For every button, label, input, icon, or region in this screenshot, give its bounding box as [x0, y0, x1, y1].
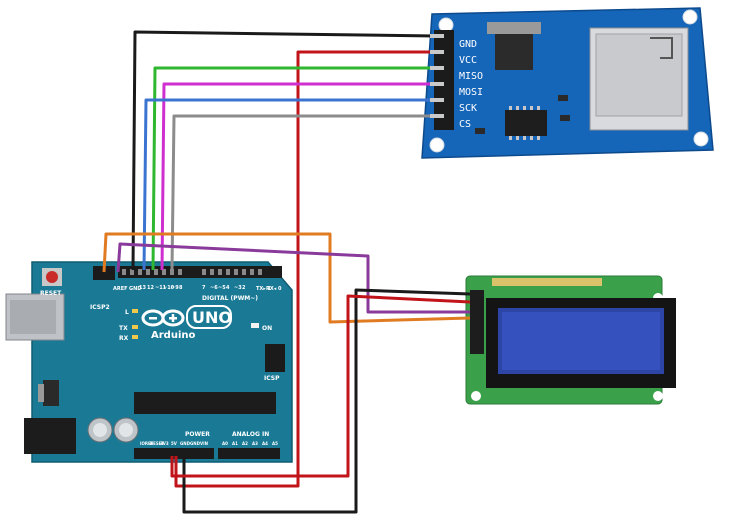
wire-sd-sck	[142, 98, 436, 271]
digital-pin-numbers: 13 12 ~11 ~10 ~9 8 7 ~6 ~5 4 ~3 2	[139, 285, 246, 291]
pin-label: IOREF	[140, 441, 154, 446]
reset-label: RESET	[40, 290, 62, 297]
pin-label: A0	[222, 441, 228, 446]
wire-sd-cs	[170, 114, 436, 271]
pin-label: A4	[262, 441, 268, 446]
led-l-label: L	[125, 309, 129, 316]
pin-label: GND	[190, 441, 201, 446]
pin-label: A5	[272, 441, 278, 446]
wire-sd-mosi	[160, 82, 436, 271]
pin-label: ~11	[155, 285, 167, 291]
pin-label: ~5	[218, 285, 226, 291]
pin-label: 7	[202, 285, 206, 291]
analog-pin-labels: A0 A1 A2 A3 A4 A5	[222, 441, 278, 446]
wire-lcd-scl	[102, 232, 471, 324]
pin-label: ~10	[163, 285, 175, 291]
arduino-uno-board: RESET ICSP2 AREF GND DIGITAL (PWM~) 13 1…	[5, 261, 293, 463]
analog-label: ANALOG IN	[232, 431, 269, 438]
icsp-label: ICSP	[264, 375, 280, 382]
arduino-logo	[141, 309, 185, 327]
pin-label: GND	[180, 441, 191, 446]
pin-label: 12	[147, 285, 154, 291]
rxd-label: RX◂ 0	[266, 286, 282, 292]
digital-label: DIGITAL (PWM~)	[202, 295, 258, 302]
sd-card-module: GND VCC MISO MOSI SCK CS	[421, 7, 714, 159]
wire-lcd-vcc	[170, 294, 471, 478]
pin-label: ~6	[210, 285, 218, 291]
txd-label: TX▸ 1	[256, 286, 272, 292]
pin-label: A2	[242, 441, 248, 446]
pin-label: 8	[179, 285, 183, 291]
pin-label: ~3	[234, 285, 242, 291]
pin-label: ~9	[171, 285, 179, 291]
sd-pin-label: CS	[459, 119, 471, 130]
power-pin-labels: IOREF RESET 3V3 5V GND GND VIN	[140, 441, 208, 446]
sd-pin-label: MOSI	[459, 87, 483, 98]
pin-label: RESET	[150, 441, 164, 446]
sd-pin-label: SCK	[459, 103, 477, 114]
wire-sd-gnd	[131, 30, 437, 271]
gnd-label: GND	[129, 286, 141, 292]
pin-label: VIN	[200, 441, 208, 446]
wire-lcd-sda	[116, 242, 470, 314]
pin-label: 3V3	[160, 441, 169, 446]
power-label: POWER	[185, 431, 210, 438]
brand-label: Arduino	[151, 330, 195, 341]
pin-label: 5V	[171, 441, 178, 446]
sd-pin-label: VCC	[459, 55, 477, 66]
icsp2-label: ICSP2	[90, 304, 110, 311]
sd-header-pins	[430, 34, 444, 118]
wire-lcd-gnd	[182, 288, 471, 514]
pin-label: 4	[226, 285, 230, 291]
pin-label: A1	[232, 441, 238, 446]
model-label: UNO	[192, 308, 232, 327]
wires	[102, 30, 471, 514]
pin-label: 13	[139, 285, 146, 291]
lcd-module	[465, 275, 676, 405]
wire-sd-miso	[151, 66, 436, 271]
aref-label: AREF	[113, 286, 128, 292]
pin-label: A3	[252, 441, 258, 446]
pin-label: 2	[242, 285, 246, 291]
on-label: ON	[262, 325, 272, 332]
led-tx-label: TX	[119, 325, 128, 332]
sd-pin-label: GND	[459, 39, 477, 50]
sd-pin-label: MISO	[459, 71, 483, 82]
led-rx-label: RX	[119, 335, 129, 342]
